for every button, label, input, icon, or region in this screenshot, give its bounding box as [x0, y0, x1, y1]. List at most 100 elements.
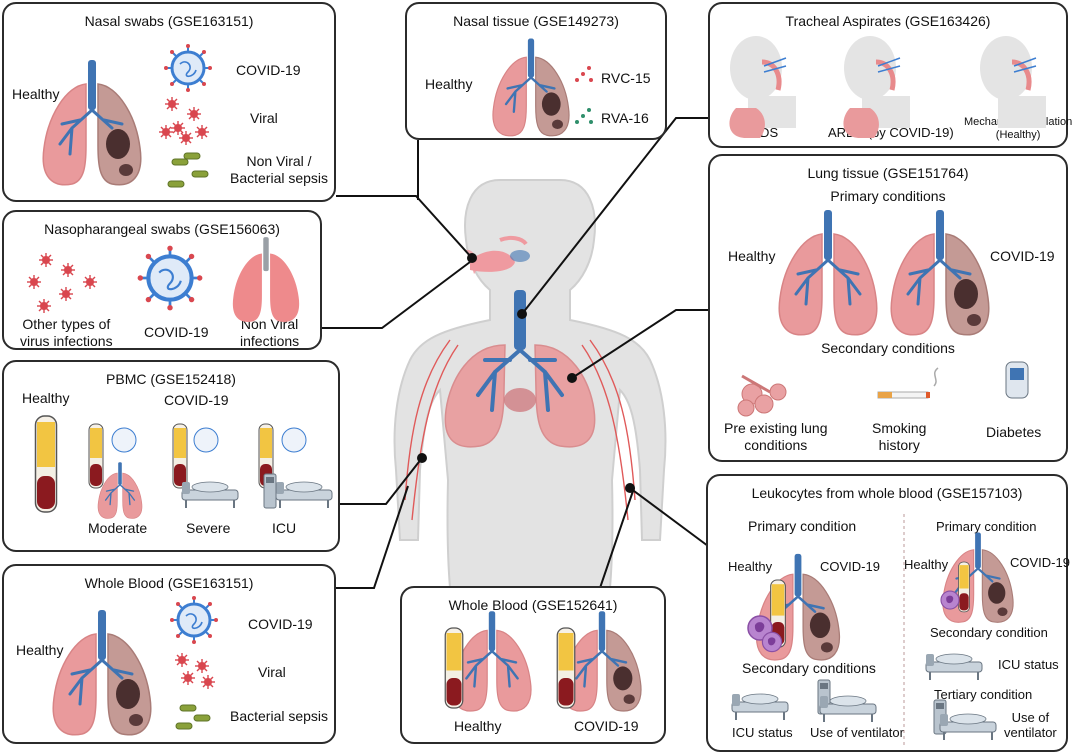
label-healthy: Healthy [425, 76, 473, 92]
virus-icon [158, 96, 210, 146]
cigarette-icon [877, 367, 939, 399]
label-covid-right: COVID-19 [1010, 555, 1070, 570]
label-viral: Viral [250, 110, 278, 126]
label-secondary-condition-right: Secondary condition [930, 625, 1048, 640]
panel-title: Whole Blood (GSE152641) [448, 597, 618, 613]
blood-tube-icon [34, 415, 58, 513]
label-icu: ICU [272, 520, 297, 536]
rva-virus-icon [575, 108, 593, 124]
hospital-bed-icon [275, 481, 333, 509]
panel-title: Lung tissue (GSE151764) [807, 165, 969, 181]
label-primary-condition-right: Primary condition [936, 519, 1037, 534]
label-tertiary-condition: Tertiary condition [934, 687, 1033, 702]
connector-dots [417, 253, 635, 493]
panel-whole-blood-gse163151: Whole Blood (GSE163151) Healthy COVID-19… [2, 564, 336, 744]
label-moderate: Moderate [88, 520, 148, 536]
panel-whole-blood-gse152641: Whole Blood (GSE152641) Healthy COVID-19 [400, 586, 666, 744]
leukocyte-icon [761, 631, 783, 653]
label-covid: COVID-19 [248, 616, 313, 632]
label-covid: COVID-19 [574, 718, 639, 734]
label-bacterial-sepsis: Bacterial sepsis [230, 708, 329, 724]
covid-virus-icon [168, 594, 220, 646]
lung-icon [777, 208, 879, 337]
label-covid: COVID-19 [164, 392, 229, 408]
human-body-illustration [393, 179, 667, 661]
lung-icon [491, 37, 571, 137]
whole-blood-2-art [444, 610, 643, 713]
panel-title: Nasal swabs (GSE163151) [84, 13, 254, 29]
panel-title: Nasopharangeal swabs (GSE156063) [44, 221, 280, 237]
label-rvc15: RVC-15 [601, 70, 651, 86]
rvc-virus-icon [575, 66, 593, 82]
label-use-of-ventilator-left: Use of ventilator [810, 725, 904, 740]
panel-pbmc: PBMC (GSE152418) Healthy COVID-19 Modera… [2, 360, 340, 552]
whole-blood-1-art [51, 594, 220, 737]
covid-virus-icon [162, 42, 214, 94]
label-covid: COVID-19 [990, 248, 1055, 264]
panel-title: Nasal tissue (GSE149273) [453, 13, 619, 29]
label-viral: Viral [258, 664, 286, 680]
label-healthy: Healthy [454, 718, 502, 734]
panel-title: PBMC (GSE152418) [106, 371, 236, 387]
label-healthy-right: Healthy [904, 557, 949, 572]
nasal-swabs-art [41, 42, 214, 188]
covid-lung-icon [889, 208, 991, 337]
label-healthy: Healthy [12, 86, 60, 102]
label-secondary-conditions: Secondary conditions [742, 660, 876, 676]
label-rva16: RVA-16 [601, 110, 649, 126]
bacteria-icon [175, 704, 211, 730]
nasal-tissue-art [491, 37, 593, 137]
blood-tube-icon [958, 561, 970, 613]
label-covid: COVID-19 [236, 62, 301, 78]
hospital-bed-icon [939, 713, 997, 741]
label-primary-condition-left: Primary condition [748, 518, 857, 534]
hospital-bed-icon [925, 653, 983, 681]
panel-title: Tracheal Aspirates (GSE163426) [785, 13, 991, 29]
label-diabetes: Diabetes [986, 424, 1042, 440]
label-healthy-left: Healthy [728, 559, 773, 574]
label-healthy: Healthy [16, 642, 64, 658]
blood-tube-icon [556, 627, 576, 709]
leukocyte-icon [940, 590, 960, 610]
blood-tube-icon [172, 423, 188, 489]
lung-tissue-art [737, 208, 1029, 417]
panel-lung-tissue: Lung tissue (GSE151764) Primary conditio… [708, 154, 1068, 462]
hospital-bed-icon [731, 693, 789, 721]
head-icon [980, 36, 1046, 128]
alveoli-icon [737, 374, 787, 417]
panel-leukocytes: Leukocytes from whole blood (GSE157103) … [706, 474, 1070, 752]
label-icu-status-right: ICU status [998, 657, 1059, 672]
hospital-bed-icon [181, 481, 239, 509]
lung-icon [232, 237, 300, 322]
label-covid: COVID-19 [144, 324, 209, 340]
virus-icon [26, 252, 98, 314]
ventilator-icon [263, 473, 277, 509]
label-healthy: Healthy [728, 248, 776, 264]
tracheal-art [710, 4, 1070, 138]
label-healthy: Healthy [22, 390, 70, 406]
bacteria-icon [167, 152, 209, 188]
pbmc-art [34, 415, 333, 520]
blood-tube-icon [88, 423, 104, 489]
panel-nasal-swabs: Nasal swabs (GSE163151) Healthy COVID-19… [2, 2, 336, 202]
virus-icon [174, 652, 216, 690]
panel-nasal-tissue: Nasal tissue (GSE149273) Healthy RVC-15 … [405, 2, 667, 140]
leukocytes-art [731, 514, 1015, 748]
label-secondary-conditions: Secondary conditions [821, 340, 955, 356]
lung-icon [451, 610, 533, 713]
panel-nasopharangeal-swabs: Nasopharangeal swabs (GSE156063) Other t… [2, 210, 322, 350]
label-severe: Severe [186, 520, 231, 536]
covid-virus-icon [138, 246, 203, 311]
label-covid-left: COVID-19 [820, 559, 880, 574]
lung-icon [51, 608, 153, 737]
lung-icon [41, 58, 143, 187]
panel-title: Leukocytes from whole blood (GSE157103) [751, 485, 1023, 501]
panel-tracheal-aspirates: Tracheal Aspirates (GSE163426) ARDS ARDS… [708, 2, 1072, 148]
lung-icon [97, 461, 143, 520]
blood-tube-icon [444, 627, 464, 709]
